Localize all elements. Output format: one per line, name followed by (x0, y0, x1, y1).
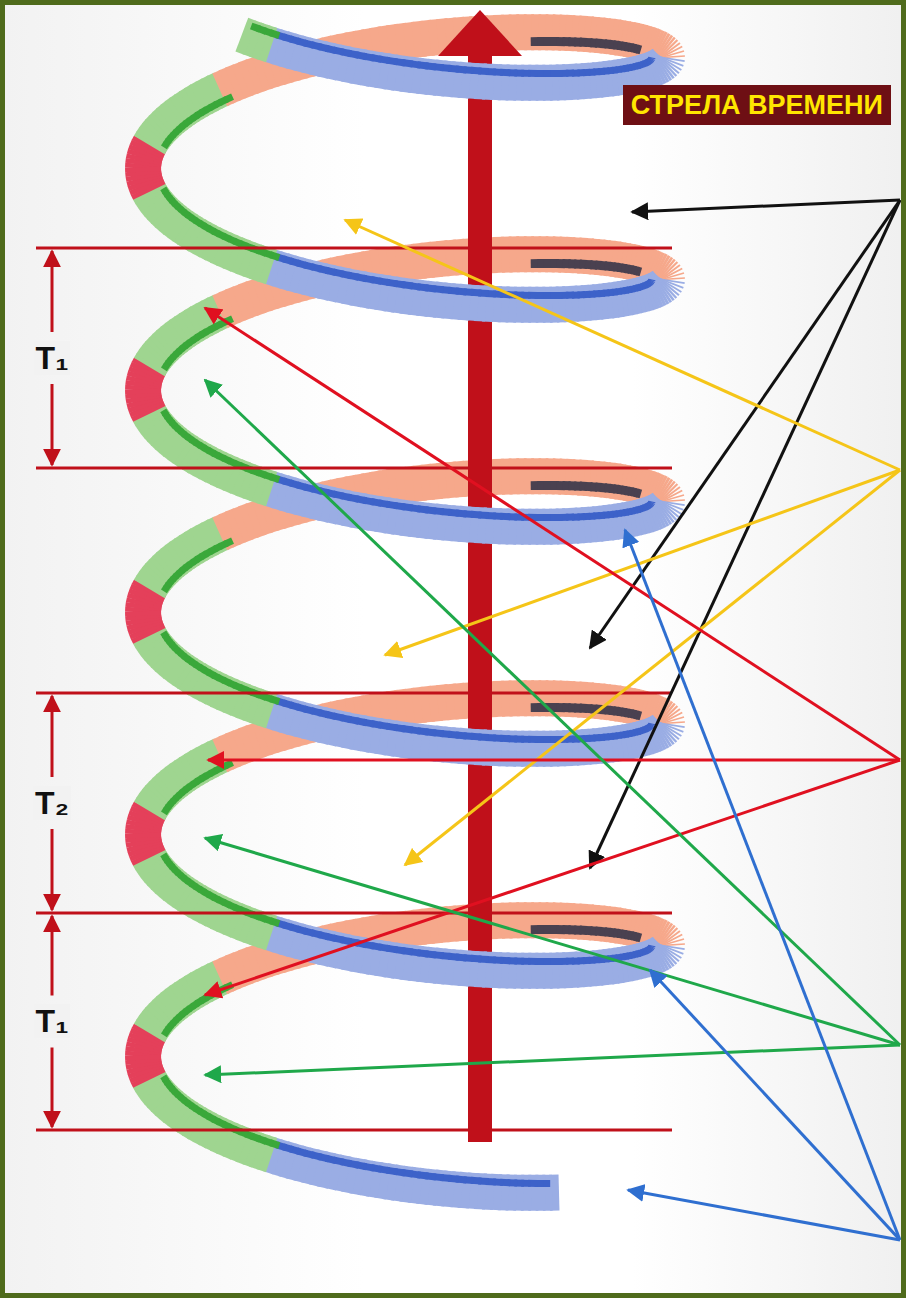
leader-line (205, 380, 900, 1045)
time-arrow-head (438, 10, 522, 56)
helix-stripe (637, 45, 640, 55)
helix-band (125, 833, 161, 838)
helix-stripe (163, 632, 165, 636)
helix-band (242, 35, 251, 38)
period-line (36, 467, 672, 470)
leader-line (405, 470, 900, 865)
helix-band (125, 167, 161, 172)
period-arrow (51, 696, 54, 777)
leader-line (628, 1190, 900, 1240)
period-line (36, 692, 672, 695)
arrow-caption: СТРЕЛА ВРЕМЕНИ (631, 89, 883, 121)
helix-stripe (637, 489, 640, 499)
leader-line (590, 200, 900, 648)
helix-stripe (163, 1076, 165, 1080)
helix-band (125, 611, 161, 616)
helix-stripe (637, 267, 640, 277)
leader-line (345, 220, 900, 470)
helix-stripe (225, 541, 233, 544)
leader-line (632, 200, 900, 212)
helix-stripe (163, 410, 165, 414)
period-line (36, 912, 672, 915)
period-line (36, 1129, 672, 1132)
helix-band (125, 1055, 161, 1060)
period-arrow (51, 829, 54, 910)
leader-line (205, 760, 900, 995)
period-arrow (51, 384, 54, 465)
leader-line (625, 530, 900, 1240)
helix-stripe (163, 854, 165, 858)
period-label: T₂ (33, 786, 71, 820)
period-line (36, 247, 672, 250)
period-arrow (51, 251, 54, 332)
helix-stripe (251, 26, 260, 29)
leader-line (205, 838, 900, 1045)
leader-line (208, 759, 900, 762)
leader-line (590, 200, 900, 868)
helix-stripe (225, 97, 233, 100)
period-label: T₁ (34, 1004, 71, 1038)
period-arrow (51, 916, 54, 996)
title-box: СТРЕЛА ВРЕМЕНИ (623, 85, 891, 125)
leader-line (205, 1045, 900, 1075)
helix-back (143, 32, 667, 1056)
helix-stripe (637, 711, 640, 721)
period-label: T₁ (34, 341, 71, 375)
leader-line (205, 308, 900, 760)
helix-stripe (225, 763, 233, 766)
helix-stripe (637, 933, 640, 943)
helix-stripe (163, 188, 165, 192)
helix-band (125, 389, 161, 394)
helix-front (143, 26, 667, 1193)
period-arrow (51, 1048, 54, 1128)
